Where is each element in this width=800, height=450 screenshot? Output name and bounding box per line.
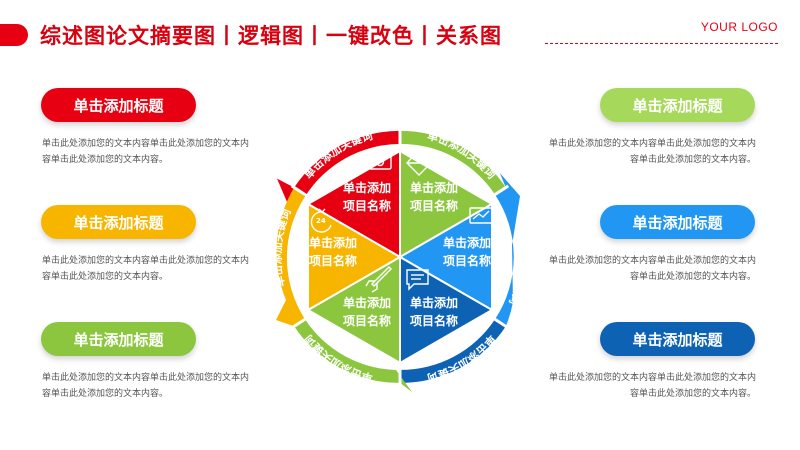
segment-3-line1: 单击添加 (443, 235, 491, 250)
ring-segment-green-bottom (294, 319, 412, 392)
chat-icon (406, 269, 429, 291)
header-divider (545, 43, 778, 44)
segment-6-line1: 单击添加 (309, 235, 357, 250)
ring-divider (491, 184, 510, 198)
segment-2-line2: 项目名称 (410, 198, 458, 213)
right-title-3-button[interactable]: 单击添加标题 (600, 322, 755, 356)
chart-icon (469, 207, 493, 224)
ring-divider (290, 316, 309, 330)
right-desc-3: 单击此处添加您的文本内容单击此处添加您的文本内容单击此处添加您的文本内容。 (548, 373, 756, 399)
left-desc-3: 单击此处添加您的文本内容单击此处添加您的文本内容单击此处添加您的文本内容。 (42, 373, 250, 399)
keyword-3[interactable]: 单击添加关键词 (506, 225, 530, 306)
ring-segment-red (277, 130, 400, 207)
ring-segment-blue (495, 173, 520, 327)
outer-ring (276, 128, 520, 392)
right-title-1-button[interactable]: 单击添加标题 (600, 88, 755, 122)
diamond-icon (406, 153, 432, 176)
segment-5-line1: 单击添加 (343, 295, 391, 310)
right-desc-1: 单击此处添加您的文本内容单击此处添加您的文本内容单击此处添加您的文本内容。 (548, 139, 756, 165)
segment-4-line1: 单击添加 (410, 295, 458, 310)
page-title: 综述图论文摘要图丨逻辑图丨一键改色丨关系图 (40, 24, 502, 48)
segment-5-line2: 项目名称 (343, 313, 391, 328)
money-icon (368, 154, 392, 170)
24h-icon (310, 208, 332, 233)
right-title-2-button[interactable]: 单击添加标题 (600, 205, 755, 239)
segment-1-line1: 单击添加 (343, 180, 391, 195)
segment-1-line2: 项目名称 (343, 198, 391, 213)
title-accent-bar (0, 24, 28, 46)
hex-segment-yellow[interactable] (307, 203, 401, 311)
left-desc-1: 单击此处添加您的文本内容单击此处添加您的文本内容单击此处添加您的文本内容。 (42, 139, 250, 165)
ring-segment-green-top (400, 130, 506, 195)
segment-3-line2: 项目名称 (443, 253, 491, 268)
segment-2-line1: 单击添加 (410, 180, 458, 195)
24h-icon-label: 24 (316, 217, 326, 225)
left-title-2-button[interactable]: 单击添加标题 (41, 205, 196, 239)
logo: YOUR LOGO (700, 20, 778, 34)
left-title-1-button[interactable]: 单击添加标题 (41, 88, 196, 122)
rocket-icon (365, 266, 392, 293)
ring-divider (290, 184, 309, 198)
ring-segment-yellow (276, 187, 305, 327)
left-title-3-button[interactable]: 单击添加标题 (41, 322, 196, 356)
right-desc-2: 单击此处添加您的文本内容单击此处添加您的文本内容单击此处添加您的文本内容。 (548, 256, 756, 282)
left-desc-2: 单击此处添加您的文本内容单击此处添加您的文本内容单击此处添加您的文本内容。 (42, 256, 250, 282)
ring-segment-dark-blue (400, 319, 506, 383)
segment-6-line2: 项目名称 (309, 253, 357, 268)
segment-4-line2: 项目名称 (410, 313, 458, 328)
ring-divider (491, 316, 510, 330)
